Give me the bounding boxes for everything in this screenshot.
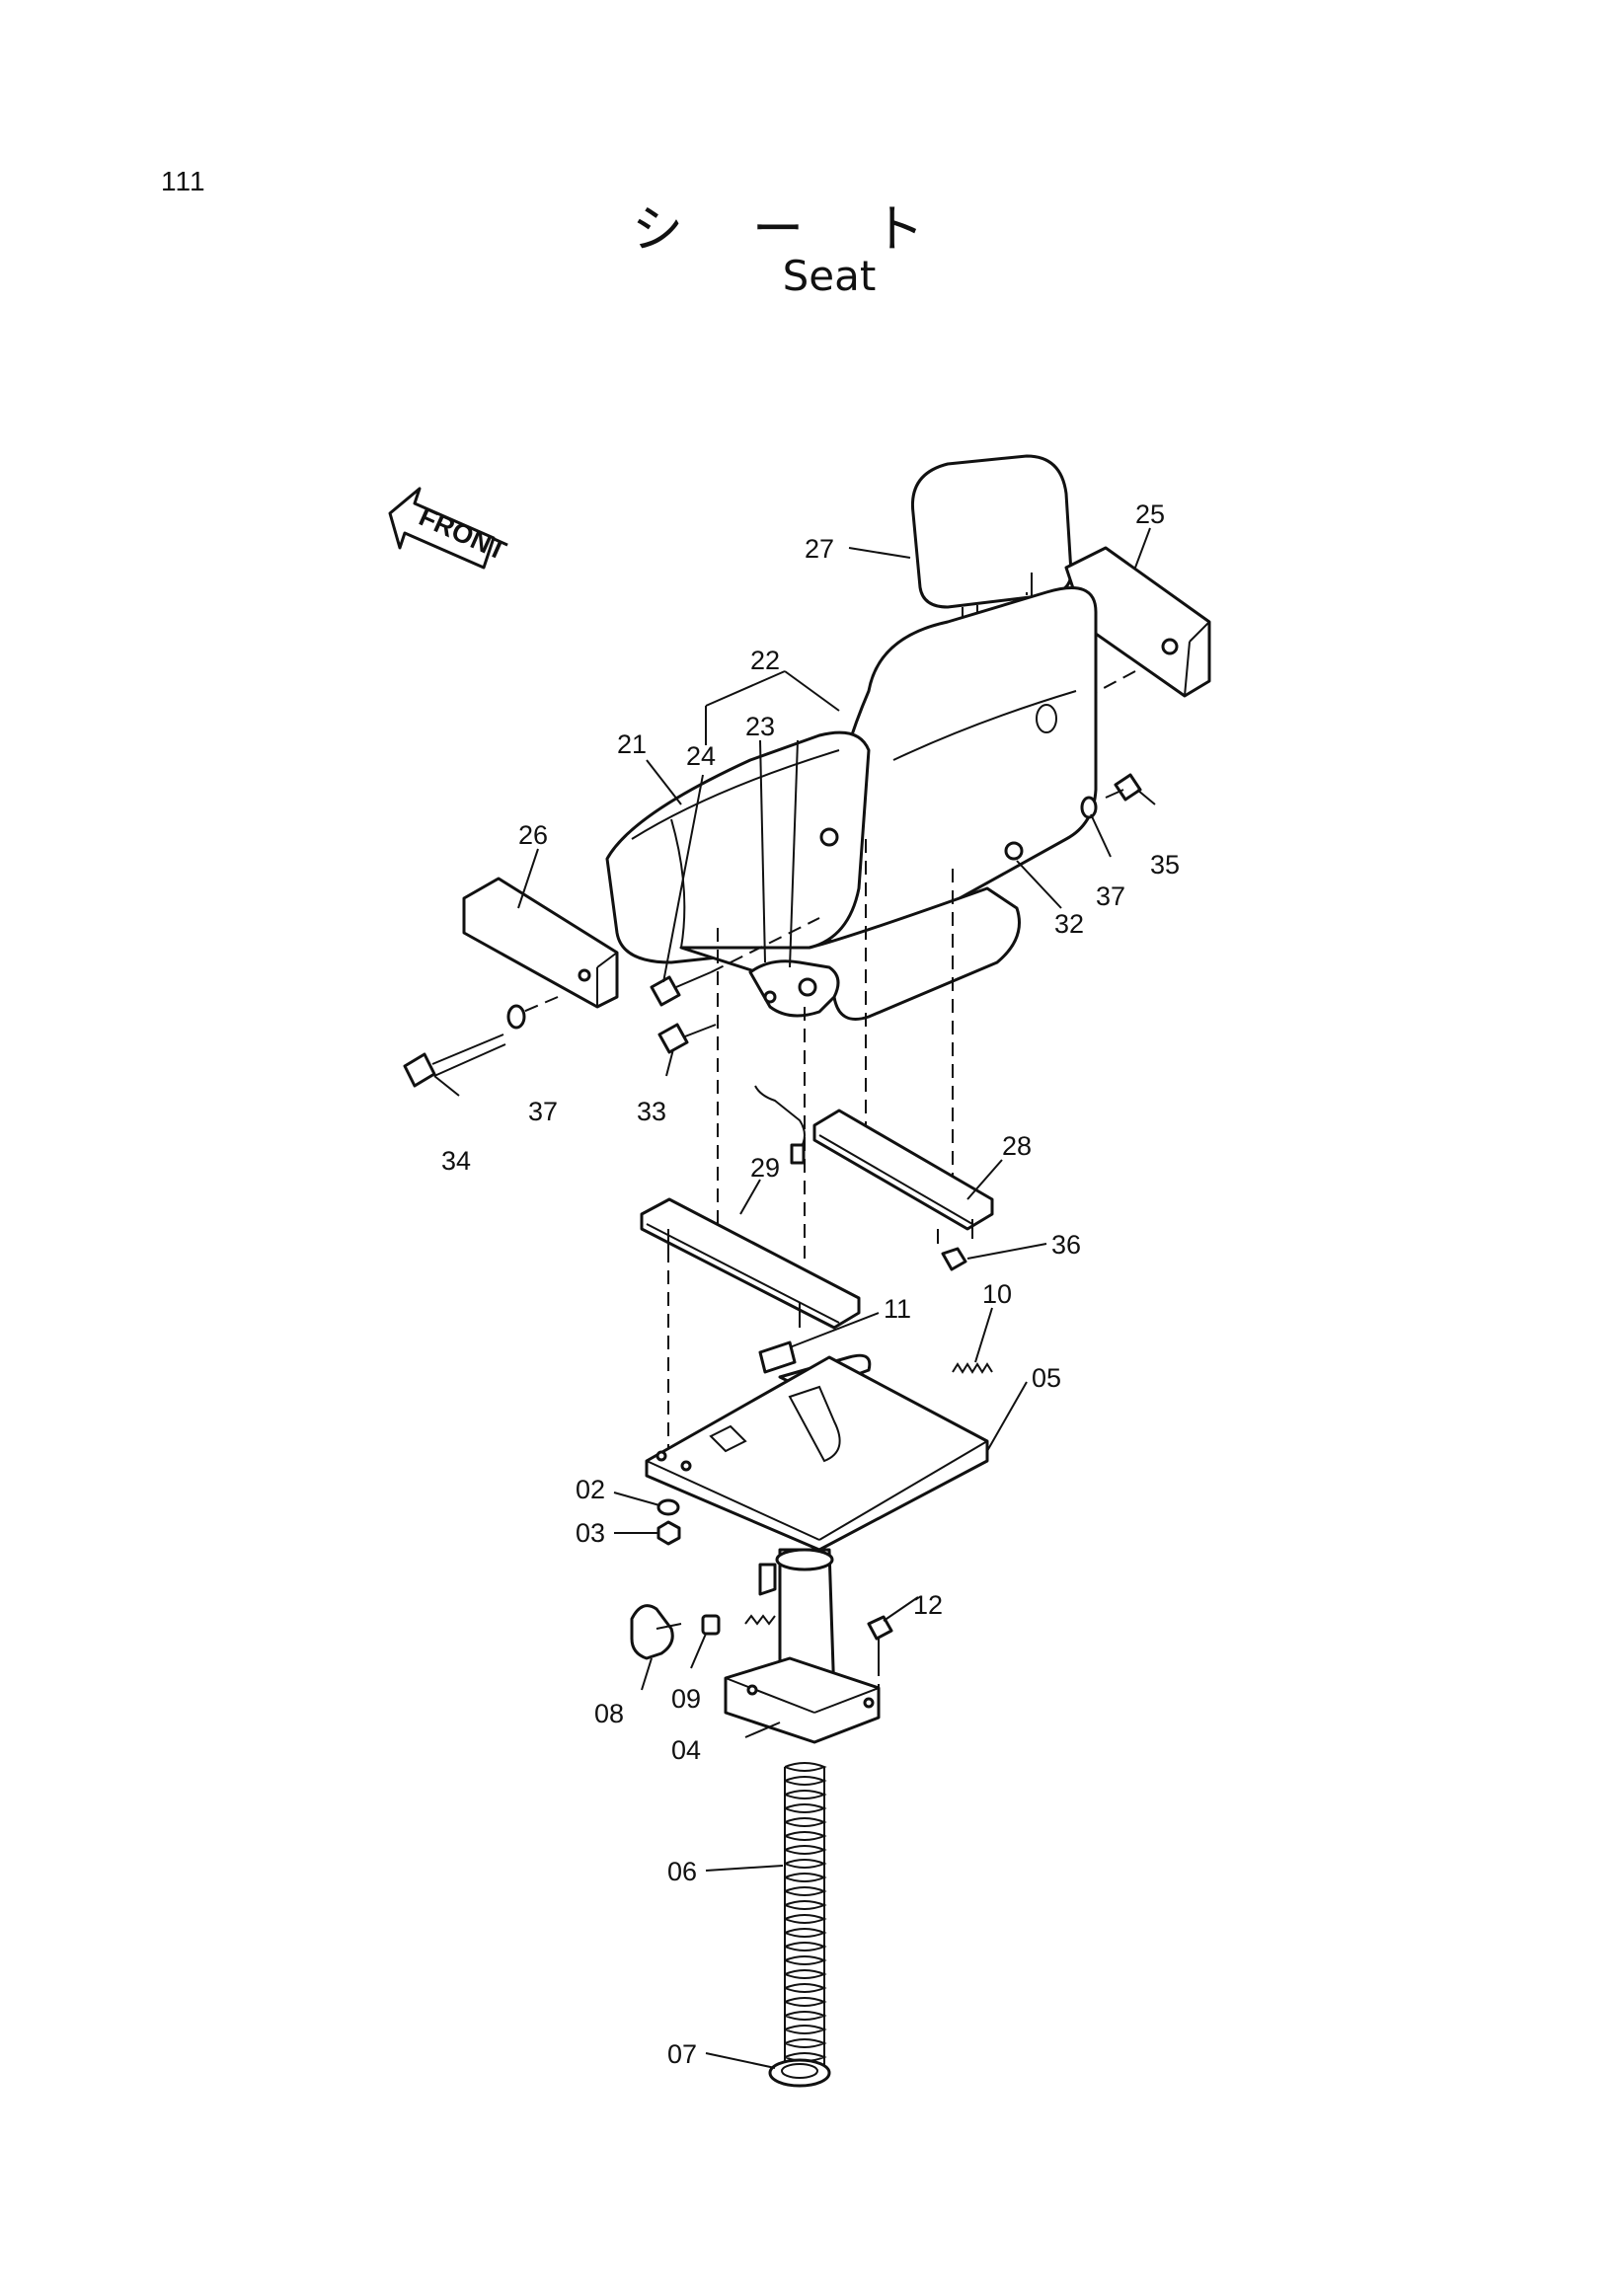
slide-rail-28 — [754, 1085, 994, 1244]
label-37-left: 37 — [528, 1097, 558, 1126]
washer-37-right — [1080, 796, 1098, 819]
label-24: 24 — [686, 741, 716, 771]
label-21: 21 — [617, 729, 647, 759]
nut-32 — [819, 827, 1024, 861]
label-32: 32 — [1054, 909, 1084, 939]
recliner-lever — [748, 959, 840, 1018]
bolt-34 — [403, 1033, 506, 1088]
label-12: 12 — [913, 1590, 943, 1620]
mounting-plate-05 — [645, 1355, 989, 1552]
adjust-knob-08 — [630, 1604, 682, 1660]
label-29: 29 — [750, 1153, 780, 1183]
spring-09 — [701, 1614, 776, 1636]
title-japanese: シート — [632, 200, 994, 260]
label-36: 36 — [1051, 1230, 1081, 1260]
label-10: 10 — [982, 1279, 1012, 1309]
label-34: 34 — [441, 1146, 471, 1176]
leader-lines — [433, 527, 1156, 2069]
armrest-left — [462, 877, 619, 1013]
label-22: 22 — [750, 646, 780, 675]
title-english: Seat — [782, 252, 877, 300]
label-26: 26 — [518, 820, 548, 850]
label-33: 33 — [637, 1097, 666, 1126]
bolt-33 — [657, 1023, 717, 1054]
page-number: 111 — [161, 166, 206, 196]
label-08: 08 — [594, 1699, 624, 1728]
label-02: 02 — [576, 1475, 605, 1504]
spring-10 — [952, 1362, 993, 1374]
front-arrow-icon: FRONT — [388, 487, 511, 570]
label-04: 04 — [671, 1735, 701, 1765]
label-27: 27 — [805, 534, 834, 564]
washer-37-left — [506, 1004, 526, 1030]
label-03: 03 — [576, 1518, 605, 1548]
bolt-12 — [867, 1615, 893, 1668]
nut-36 — [941, 1247, 967, 1271]
slide-rail-29 — [640, 1197, 861, 1330]
part-labels: 27 25 22 23 24 21 26 35 37 32 37 33 34 2… — [441, 499, 1180, 2069]
label-05: 05 — [1032, 1363, 1061, 1393]
coil-spring-06 — [784, 1762, 827, 2076]
nut-03 — [656, 1520, 681, 1546]
label-06: 06 — [667, 1857, 697, 1886]
label-23: 23 — [745, 712, 775, 741]
label-11: 11 — [884, 1294, 911, 1324]
label-25: 25 — [1135, 499, 1165, 529]
label-35: 35 — [1150, 850, 1180, 880]
label-37-right: 37 — [1096, 881, 1125, 911]
bolt-35 — [1105, 773, 1142, 802]
seat-cushion — [605, 730, 1021, 1021]
washer-02 — [656, 1498, 680, 1516]
label-28: 28 — [1002, 1131, 1032, 1161]
label-09: 09 — [671, 1684, 701, 1714]
seat-column-04 — [724, 1548, 881, 1744]
cap-07 — [768, 2058, 831, 2088]
label-07: 07 — [667, 2039, 697, 2069]
